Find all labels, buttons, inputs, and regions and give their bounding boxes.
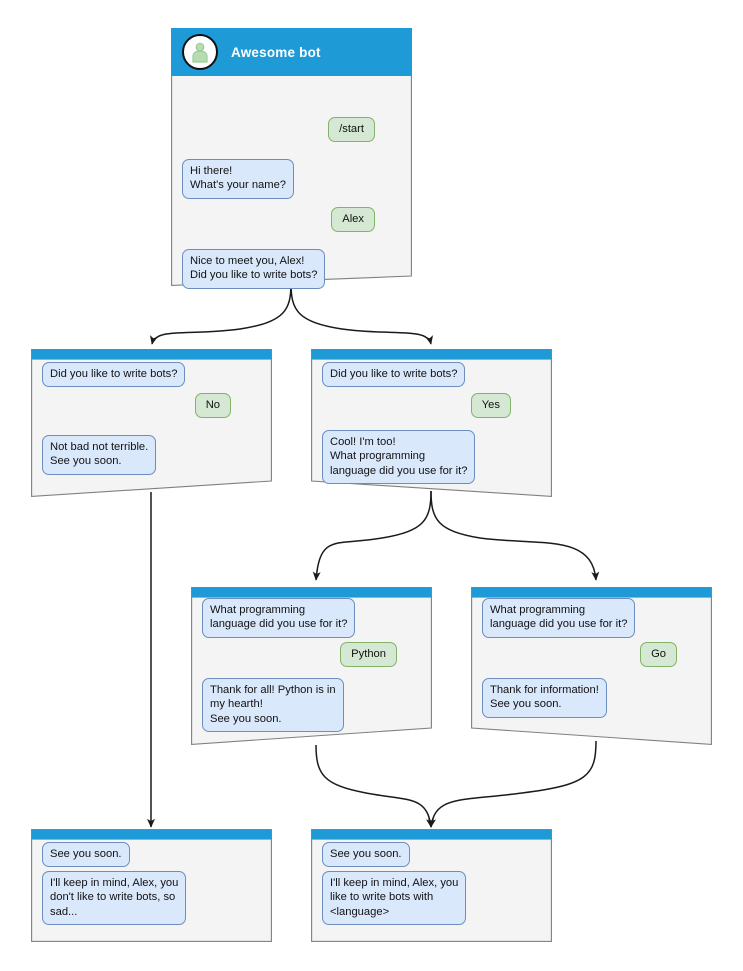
edge-root-to-no [150,282,292,345]
card-no[interactable]: Did you like to write bots? No Not bad n… [31,349,272,497]
message-row: Cool! I'm too! What programming language… [322,430,476,484]
bot-message-bubble[interactable]: I'll keep in mind, Alex, you don't like … [42,871,187,925]
user-avatar-icon [182,34,218,70]
message-row: See you soon. [42,842,130,868]
edge-go-to-end-happy [428,740,597,828]
card-yes[interactable]: Did you like to write bots? Yes Cool! I'… [311,349,552,497]
message-row: I'll keep in mind, Alex, you don't like … [42,871,187,925]
card-root[interactable]: Awesome bot /start Hi there! What's your… [171,28,412,289]
message-row: Yes [470,393,511,419]
bot-message-bubble[interactable]: Did you like to write bots? [322,362,466,388]
bot-message-bubble[interactable]: What programming language did you use fo… [202,598,356,638]
user-message-bubble[interactable]: Yes [470,393,511,419]
bot-message-bubble[interactable]: See you soon. [322,842,410,868]
message-row: What programming language did you use fo… [202,598,356,638]
message-row: What programming language did you use fo… [482,598,636,638]
message-row: Thank for all! Python is in my hearth! S… [202,678,344,732]
message-row: I'll keep in mind, Alex, you like to wri… [322,871,467,925]
message-row: No [194,393,231,419]
card-end-sad[interactable]: See you soon. I'll keep in mind, Alex, y… [31,829,272,942]
card-python[interactable]: What programming language did you use fo… [191,587,432,745]
message-row: /start [328,117,375,143]
message-row: Python [340,642,397,668]
root-card-header: Awesome bot [171,28,412,76]
message-row: Nice to meet you, Alex! Did you like to … [182,249,326,289]
bot-name-label: Awesome bot [231,44,321,60]
bot-message-bubble[interactable]: Cool! I'm too! What programming language… [322,430,476,484]
edge-yes-to-go [430,490,600,581]
message-row: See you soon. [322,842,410,868]
edge-yes-to-python [312,490,432,581]
bot-message-bubble[interactable]: See you soon. [42,842,130,868]
message-row: Go [640,642,677,668]
user-message-bubble[interactable]: Python [340,642,397,668]
bot-message-bubble[interactable]: Hi there! What's your name? [182,159,295,199]
user-message-bubble[interactable]: Alex [331,207,375,233]
message-row: Thank for information! See you soon. [482,678,607,718]
card-go[interactable]: What programming language did you use fo… [471,587,712,745]
message-row: Did you like to write bots? [322,362,466,388]
user-message-bubble[interactable]: /start [328,117,375,143]
message-row: Hi there! What's your name? [182,159,295,199]
edge-python-to-end-happy [315,744,434,828]
bot-message-bubble[interactable]: Nice to meet you, Alex! Did you like to … [182,249,326,289]
user-message-bubble[interactable]: Go [640,642,677,668]
card-end-happy[interactable]: See you soon. I'll keep in mind, Alex, y… [311,829,552,942]
bot-message-bubble[interactable]: Thank for all! Python is in my hearth! S… [202,678,344,732]
bot-message-bubble[interactable]: Thank for information! See you soon. [482,678,607,718]
message-row: Did you like to write bots? [42,362,186,388]
edge-root-to-yes [290,282,433,345]
message-row: Not bad not terrible. See you soon. [42,435,157,475]
bot-message-bubble[interactable]: What programming language did you use fo… [482,598,636,638]
user-message-bubble[interactable]: No [194,393,231,419]
bot-message-bubble[interactable]: Not bad not terrible. See you soon. [42,435,157,475]
message-row: Alex [331,207,375,233]
bot-message-bubble[interactable]: Did you like to write bots? [42,362,186,388]
bot-message-bubble[interactable]: I'll keep in mind, Alex, you like to wri… [322,871,467,925]
